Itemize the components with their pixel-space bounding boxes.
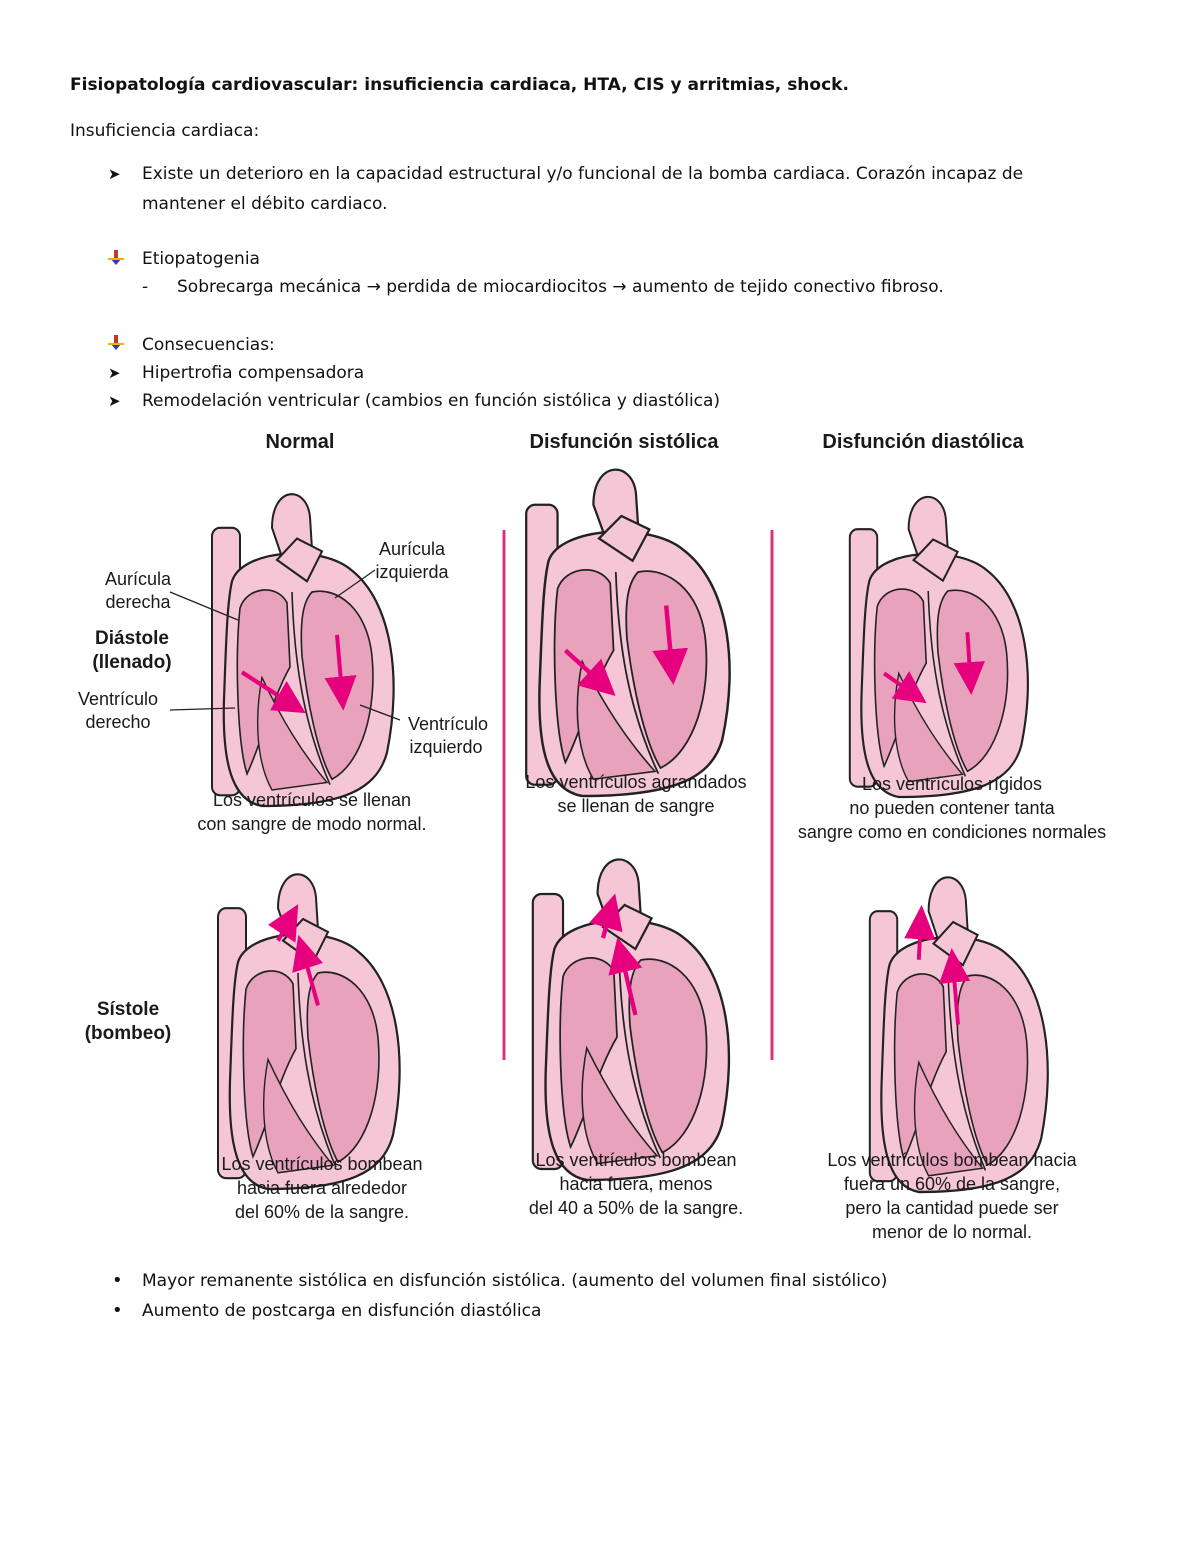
row-label-systole-sub: (bombeo) [85,1023,172,1044]
caption-normal-systole: del 60% de la sangre. [235,1202,409,1222]
caption-systolic-systole: del 40 a 50% de la sangre. [529,1198,743,1218]
caption-systolic-systole: hacia fuera, menos [559,1174,712,1194]
label-left-atrium: Aurícula [379,539,446,559]
caption-normal-diastole: con sangre de modo normal. [197,814,426,834]
arrowhead-bullet-icon: ➤ [108,165,121,183]
etio-heading: Etiopatogenia [142,249,260,269]
dot-bullet-icon: • [112,1300,123,1321]
caption-systolic-systole: Los ventrículos bombean [535,1150,736,1170]
label-left-ventricle-sub: izquierdo [409,737,482,757]
heart-systolic-systole [531,858,731,1182]
label-right-ventricle-sub: derecho [85,712,150,732]
section-heading: Insuficiencia cardiaca: [70,121,260,141]
arrowhead-bullet-icon: ➤ [108,364,121,382]
caption-diastolic-systole: pero la cantidad puede ser [845,1198,1058,1218]
caption-normal-diastole: Los ventrículos se llenan [213,790,411,810]
row-label-diastole-sub: (llenado) [92,652,171,673]
etio-item: Sobrecarga mecánica → perdida de miocard… [177,277,944,297]
row-label-diastole: Diástole [95,628,169,649]
cons-item: Hipertrofia compensadora [142,363,365,383]
arrowhead-bullet-icon: ➤ [108,392,121,410]
intro-text-line1: Existe un deterioro en la capacidad estr… [142,164,1024,184]
heart-diastolic-systole [868,876,1049,1194]
label-left-ventricle: Ventrículo [408,714,488,734]
column-title-normal: Normal [266,431,335,453]
caption-systolic-diastole: Los ventrículos agrandados [525,772,746,792]
heart-comparison-figure: Normal Disfunción sistólica Disfunción d… [78,431,1106,1242]
caption-diastolic-diastole: Los ventrículos rígidos [862,774,1042,794]
caption-diastolic-diastole: no pueden contener tanta [849,798,1055,818]
arrow-down-icon [108,335,124,351]
label-right-atrium: Aurícula [105,569,172,589]
caption-diastolic-systole: fuera un 60% de la sangre, [844,1174,1060,1194]
caption-normal-systole: Los ventrículos bombean [221,1154,422,1174]
heart-diastolic-diastole [848,495,1029,799]
label-right-atrium-sub: derecha [105,592,171,612]
caption-normal-systole: hacia fuera alrededor [237,1178,407,1198]
bottom-bullet: Mayor remanente sistólica en disfunción … [142,1271,888,1291]
cons-heading: Consecuencias: [142,335,275,355]
caption-diastolic-systole: Los ventrículos bombean hacia [827,1150,1077,1170]
row-label-systole: Sístole [97,999,159,1020]
arrow-down-icon [108,250,124,266]
heart-normal-systole [216,873,401,1191]
heart-normal-diastole [210,493,395,808]
cons-item: Remodelación ventricular (cambios en fun… [142,391,721,411]
label-left-atrium-sub: izquierda [375,562,449,582]
document-title: Fisiopatología cardiovascular: insuficie… [70,75,849,95]
bottom-bullet: Aumento de postcarga en disfunción diast… [142,1301,542,1321]
caption-diastolic-systole: menor de lo normal. [872,1222,1032,1242]
label-right-ventricle: Ventrículo [78,689,158,709]
column-title-systolic: Disfunción sistólica [530,431,720,453]
intro-text-line2: mantener el débito cardiaco. [142,194,388,214]
dash-bullet: - [142,277,149,297]
column-title-diastolic: Disfunción diastólica [822,431,1024,453]
heart-systolic-diastole [524,468,731,798]
caption-systolic-diastole: se llenan de sangre [557,796,714,816]
dot-bullet-icon: • [112,1270,123,1291]
caption-diastolic-diastole: sangre como en condiciones normales [798,822,1106,842]
